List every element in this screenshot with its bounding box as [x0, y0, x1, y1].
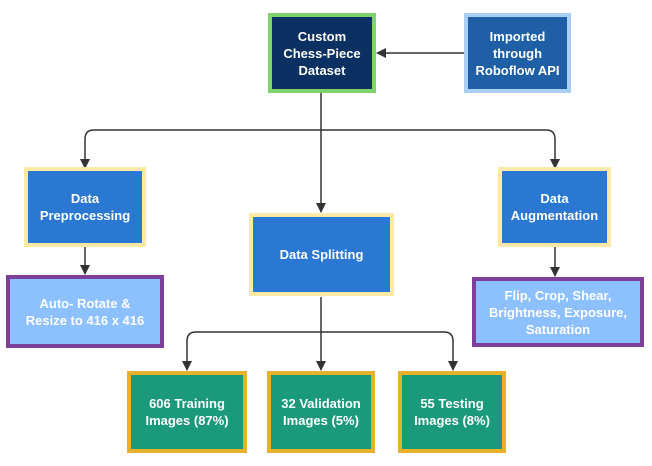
testing-node: 55 Testing Images (8%) [398, 371, 506, 453]
augmentation-node: Data Augmentation [498, 167, 611, 247]
edge-to-augmentation [321, 129, 560, 169]
splitting-node: Data Splitting [249, 213, 394, 296]
edge-to-testing [321, 331, 458, 371]
edge-to-training [182, 331, 321, 371]
augmentation-ops-node: Flip, Crop, Shear, Brightness, Exposure,… [472, 277, 644, 347]
roboflow-node: Imported through Roboflow API [464, 13, 571, 93]
preprocessing-node: Data Preprocessing [24, 167, 146, 247]
training-node: 606 Training Images (87%) [127, 371, 247, 453]
dataset-node: Custom Chess-Piece Dataset [268, 13, 376, 93]
auto-rotate-node: Auto- Rotate & Resize to 416 x 416 [6, 275, 164, 348]
edge-to-preprocessing [80, 129, 321, 169]
validation-node: 32 Validation Images (5%) [267, 371, 375, 453]
